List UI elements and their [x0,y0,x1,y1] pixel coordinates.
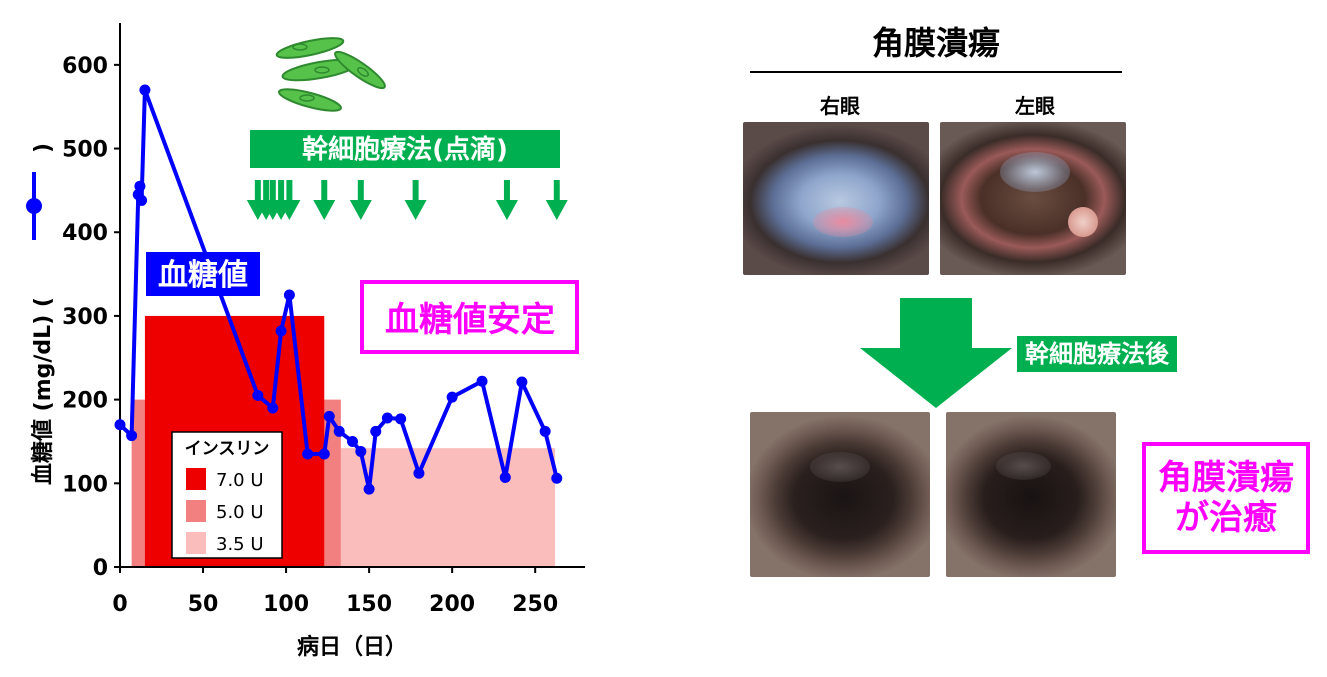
data-point [318,448,330,460]
series-marker-glyph [26,172,42,240]
legend-swatch [186,532,206,554]
data-point [283,289,295,301]
treatment-arrow [349,180,372,220]
right-eye-ulcer-red [813,207,873,237]
healed-line-1: 角膜潰瘍 [1158,458,1294,498]
legend-title: インスリン [185,439,270,459]
x-tick-label: 0 [112,592,127,617]
left-eye-highlight [1000,152,1070,192]
data-point [136,194,148,206]
x-tick-label: 100 [263,592,309,617]
data-point [446,391,458,403]
stem-cell-illustration [275,37,386,112]
y-tick-label: 100 [62,472,108,497]
data-point [413,467,425,479]
treatment-arrow [495,180,518,220]
legend-label: 7.0 U [216,470,264,491]
data-point [539,425,551,437]
data-point [275,325,287,337]
data-point [333,425,345,437]
treatment-arrow [545,180,568,220]
treatment-arrows [246,180,568,220]
right-eye-after-photo [750,412,930,577]
glucose-tag-label: 血糖値 [158,258,248,293]
x-tick-label: 200 [429,592,475,617]
glucose-stable-label: 血糖値安定 [385,300,555,340]
legend-label: 5.0 U [216,502,264,523]
left-eye-after-photo [946,412,1116,577]
legend-swatch [186,468,206,490]
y-axis-label-close-paren: ) [31,143,56,153]
axes: 0 100 200 300 400 500 600 0 50 100 150 200 250 [62,23,585,617]
left-eye-before-photo [940,122,1126,275]
x-tick-label: 250 [512,592,558,617]
data-point [476,375,488,387]
right-eye-before-photo [743,122,929,275]
data-point [139,84,151,96]
data-point [395,413,407,425]
treatment-banner-bg [250,130,560,168]
y-tick-label: 400 [62,221,108,246]
healed-box: 角膜潰瘍 が治癒 [1142,442,1310,554]
left-eye-label: 左眼 [1015,94,1055,118]
y-axis-label: 血糖値 (mg/dL) ( [30,297,56,485]
insulin-legend: インスリン 7.0 U 5.0 U 3.5 U [171,431,283,559]
y-tick-label: 200 [62,389,108,414]
data-point [302,448,314,460]
glucose-stable-box [360,280,579,354]
data-point [126,430,138,442]
healed-line-2: が治癒 [1175,498,1277,538]
legend-swatch [186,500,206,522]
right-eye-label: 右眼 [820,94,860,118]
data-point [370,425,382,437]
data-point [252,389,264,401]
glucose-tag-bg [146,252,260,296]
data-point [381,412,393,424]
data-point [347,435,358,447]
data-point [355,446,367,458]
corneal-ulcer-title: 角膜潰瘍 [871,24,1000,62]
left-eye-lesion [1068,207,1098,237]
data-point [551,472,563,484]
y-tick-label: 500 [62,138,108,163]
glucose-series [114,84,563,495]
data-point [267,402,279,414]
glucose-chart: 0 100 200 300 400 500 600 0 50 100 150 200 250 幹細胞療法… [26,23,585,660]
x-tick-label: 50 [188,592,219,617]
treatment-arrow-big [860,298,1012,408]
treatment-arrow [404,180,427,220]
data-point [363,483,375,495]
legend-label: 3.5 U [216,534,264,555]
y-tick-label: 0 [93,556,108,581]
data-point [134,180,146,192]
treatment-arrow [313,180,336,220]
insulin-bar-2 [340,448,556,567]
data-point [323,410,335,422]
data-point [516,376,528,388]
treatment-arrow [278,180,301,220]
title-divider [750,71,1122,73]
x-tick-label: 150 [346,592,392,617]
treatment-banner-label: 幹細胞療法(点滴) [302,134,508,165]
y-tick-label: 300 [62,305,108,330]
data-point [114,419,126,431]
data-point [499,471,511,483]
x-axis-label: 病日（日） [297,634,407,660]
after-treatment-label: 幹細胞療法後 [1017,336,1177,372]
y-tick-label: 600 [62,54,108,79]
